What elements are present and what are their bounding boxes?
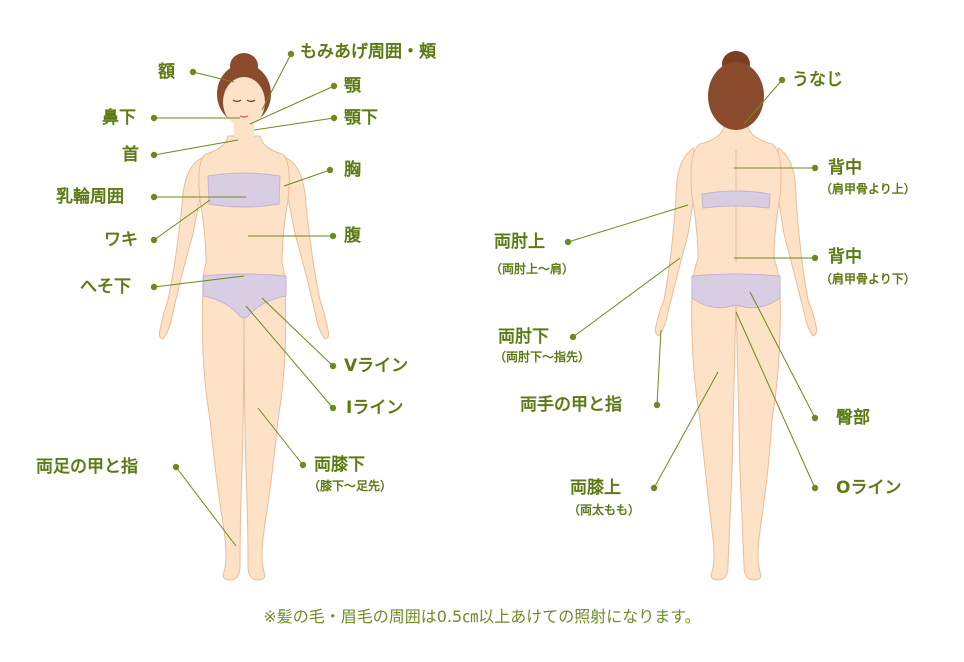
label-areola: 乳輪周囲 [56,187,124,207]
back-left-arm [654,147,695,337]
label-i-line: Iライン [346,398,404,418]
leader-lines [150,50,819,547]
back-left-leg [691,289,737,581]
front-torso [198,135,290,293]
front-right-arm [285,157,330,340]
label-forehead: 額 [158,62,175,82]
leader-chest [283,169,331,187]
label-lower-back-sub: （肩甲骨より下） [820,272,916,286]
leader-hands-fingers [656,329,662,406]
front-left-leg [201,289,245,581]
leader-forehead [192,71,235,83]
back-right-leg [735,289,781,581]
label-lower-arms: 両肘下 [498,327,549,347]
label-under-nose: 鼻下 [102,108,136,128]
leader-above-knees [653,371,719,489]
leader-lower-arms [572,257,681,338]
label-upper-arms-sub: （両肘上～肩） [490,262,575,276]
leader-buttocks [749,291,816,419]
front-mouth [239,115,249,118]
leader-below-navel [153,275,245,288]
label-sideburns-cheek: もみあげ周囲・頬 [300,42,436,62]
label-neck: 首 [122,145,139,165]
label-lower-back: 背中 [828,247,862,267]
back-panties [691,273,781,309]
front-right-leg [243,289,287,581]
leader-upper-arms [567,204,689,243]
label-above-knees-sub: （両太もも） [568,503,641,517]
label-upper-back-sub: （肩甲骨より上） [820,182,916,196]
label-below-knees-sub: （膝下～足先） [308,479,393,493]
label-lower-arms-sub: （両肘下～指先） [494,350,591,364]
leader-chin [249,85,335,125]
back-figure [654,51,818,581]
label-hands-fingers: 両手の甲と指 [520,395,622,415]
front-figure [158,53,330,581]
label-below-knees: 両膝下 [314,455,365,475]
leader-nape [743,79,783,125]
back-right-arm [777,147,818,337]
leader-feet-toes [175,466,237,547]
label-below-navel: へそ下 [80,277,131,297]
front-panties [202,273,287,319]
label-upper-arms: 両肘上 [494,232,545,252]
front-face [223,77,265,127]
front-left-arm [158,157,203,340]
leader-below-knees [257,407,304,466]
label-chest: 胸 [344,160,361,180]
label-nape: うなじ [792,70,843,90]
label-above-knees: 両膝上 [570,478,621,498]
leader-i-line [245,305,334,409]
label-under-chin: 顎下 [344,108,378,128]
label-upper-back: 背中 [828,158,862,178]
label-feet-toes: 両足の甲と指 [36,457,138,477]
label-belly: 腹 [344,226,361,246]
back-bra-strap [701,190,771,209]
leader-sideburns-cheek [261,53,292,111]
leader-armpit [153,199,211,241]
label-o-line: Oライン [836,478,902,498]
label-armpit: ワキ [104,230,138,250]
label-chin: 顎 [344,76,361,96]
footnote: ※髪の毛・眉毛の周囲は0.5㎝以上あけての照射になります。 [263,607,701,626]
leader-v-line [261,297,334,367]
back-hair [708,62,764,130]
leader-neck [153,139,239,156]
front-eyes [232,99,256,103]
label-v-line: Vライン [344,356,409,376]
front-bra [207,172,281,208]
leader-o-line [735,311,816,489]
leader-under-chin [253,117,335,131]
label-buttocks: 臀部 [836,408,870,428]
